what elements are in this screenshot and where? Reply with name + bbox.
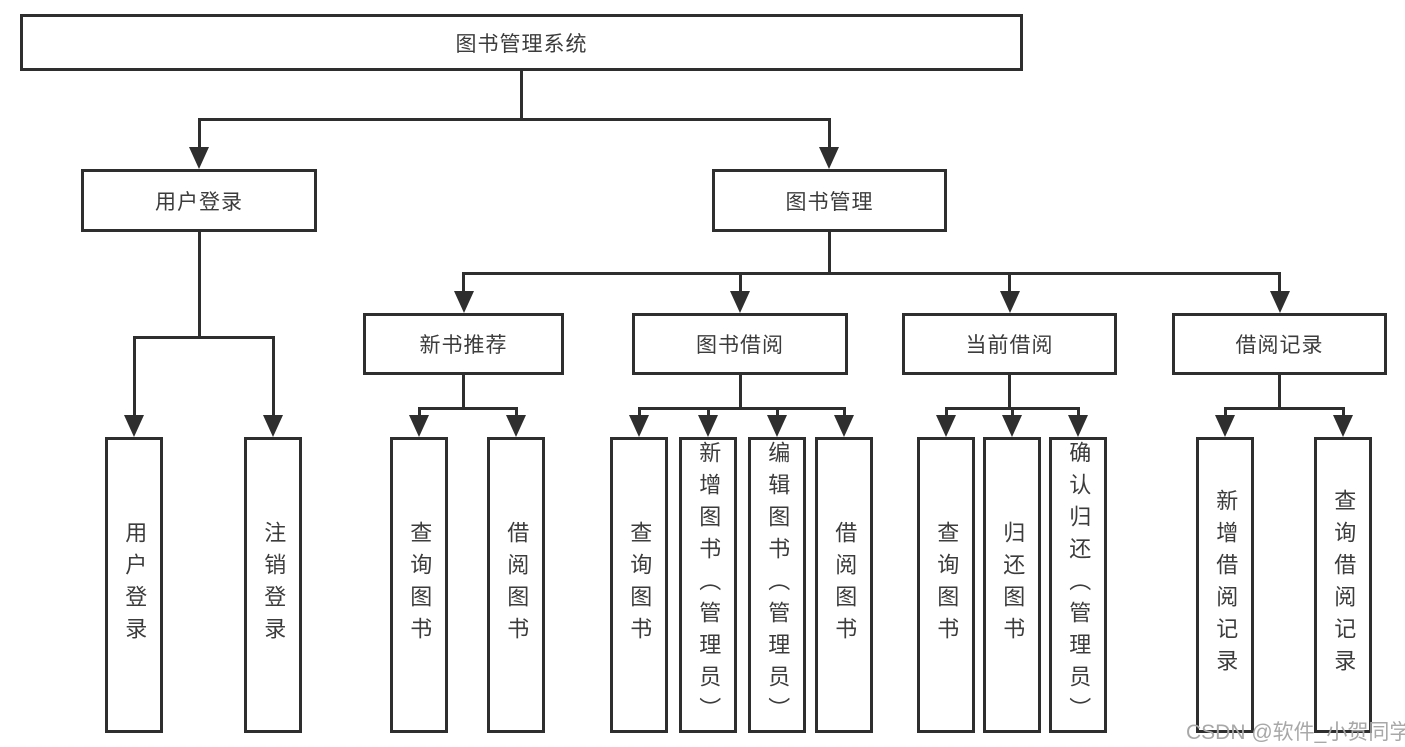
arrow-to-leaf-records-1 <box>1215 407 1235 437</box>
leaf-records-add-label: 新增借阅记录 <box>1213 489 1239 681</box>
node-root: 图书管理系统 <box>20 14 1023 71</box>
connector-user-login-stem <box>197 232 201 339</box>
leaf-newbooks-query-label: 查询图书 <box>407 521 433 649</box>
node-current-borrow-label: 当前借阅 <box>965 334 1054 357</box>
node-book-borrow-label: 图书借阅 <box>696 334 784 357</box>
leaf-logout-label: 注销登录 <box>261 521 287 649</box>
leaf-borrow-query: 查询图书 <box>610 437 668 733</box>
arrow-to-leaf-newbooks-2 <box>506 407 526 437</box>
connector-book-borrow-stem <box>738 375 742 409</box>
leaf-borrow-add-admin: 新增图书（管理员） <box>679 437 737 733</box>
arrow-to-leaf-login-2 <box>263 336 283 437</box>
arrow-to-user-login <box>189 118 209 169</box>
leaf-records-add: 新增借阅记录 <box>1196 437 1254 733</box>
arrow-to-borrow-records <box>1269 272 1290 313</box>
leaf-current-confirm-admin-label: 确认归还（管理员） <box>1066 441 1092 729</box>
node-book-borrow: 图书借阅 <box>632 313 848 375</box>
connector-book-borrow-bar <box>637 407 846 410</box>
leaf-records-query-label: 查询借阅记录 <box>1331 489 1357 681</box>
connector-current-borrow-stem <box>1008 375 1011 409</box>
leaf-current-return-label: 归还图书 <box>1000 521 1026 649</box>
node-user-login: 用户登录 <box>81 169 317 232</box>
arrow-to-book-management <box>819 118 839 169</box>
leaf-newbooks-borrow-label: 借阅图书 <box>504 521 530 649</box>
arrow-to-leaf-newbooks-1 <box>409 407 429 437</box>
leaf-records-query: 查询借阅记录 <box>1314 437 1372 733</box>
node-book-management-label: 图书管理 <box>785 190 874 214</box>
node-user-login-label: 用户登录 <box>155 190 243 214</box>
leaf-user-login: 用户登录 <box>105 437 163 733</box>
leaf-borrow-add-admin-label: 新增图书（管理员） <box>696 441 722 729</box>
arrow-to-leaf-borrow-2 <box>698 407 718 437</box>
leaf-user-login-label: 用户登录 <box>122 521 148 649</box>
node-new-book-recommend: 新书推荐 <box>363 313 564 375</box>
arrow-to-book-borrow <box>730 272 750 313</box>
leaf-current-query: 查询图书 <box>917 437 975 733</box>
leaf-current-return: 归还图书 <box>983 437 1041 733</box>
connector-new-book-bar <box>417 407 518 410</box>
leaf-newbooks-query: 查询图书 <box>390 437 448 733</box>
connector-level2-bar <box>197 118 831 121</box>
arrow-to-leaf-login-1 <box>124 336 144 437</box>
arrow-to-leaf-records-2 <box>1333 407 1353 437</box>
leaf-current-query-label: 查询图书 <box>934 521 960 649</box>
connector-book-management-stem <box>827 232 831 275</box>
connector-level3-bar <box>462 272 1281 275</box>
connector-borrow-records-bar <box>1223 407 1345 410</box>
node-new-book-recommend-label: 新书推荐 <box>419 334 508 357</box>
arrow-to-leaf-borrow-4 <box>834 407 854 437</box>
leaf-logout: 注销登录 <box>244 437 302 733</box>
node-current-borrow: 当前借阅 <box>902 313 1117 375</box>
node-book-management: 图书管理 <box>712 169 947 232</box>
leaf-newbooks-borrow: 借阅图书 <box>487 437 545 733</box>
csdn-watermark: CSDN @软件_小贺同学 <box>1186 721 1405 744</box>
connector-new-book-stem <box>462 375 465 409</box>
node-borrow-records-label: 借阅记录 <box>1235 334 1324 357</box>
node-root-label: 图书管理系统 <box>455 32 588 56</box>
leaf-borrow-edit-admin: 编辑图书（管理员） <box>748 437 806 733</box>
connector-user-login-bar <box>132 336 275 339</box>
node-borrow-records: 借阅记录 <box>1172 313 1387 375</box>
leaf-borrow-query-label: 查询图书 <box>627 521 653 649</box>
arrow-to-new-book-recommend <box>453 272 474 313</box>
connector-borrow-records-stem <box>1278 375 1281 409</box>
arrow-to-leaf-current-3 <box>1068 407 1088 437</box>
leaf-current-confirm-admin: 确认归还（管理员） <box>1049 437 1107 733</box>
leaf-borrow-book-label: 借阅图书 <box>832 521 858 649</box>
leaf-borrow-book: 借阅图书 <box>815 437 873 733</box>
arrow-to-current-borrow <box>999 272 1020 313</box>
connector-root-stem <box>519 70 523 121</box>
arrow-to-leaf-borrow-1 <box>629 407 649 437</box>
arrow-to-leaf-current-2 <box>1002 407 1022 437</box>
arrow-to-leaf-borrow-3 <box>767 407 787 437</box>
leaf-borrow-edit-admin-label: 编辑图书（管理员） <box>765 441 791 729</box>
arrow-to-leaf-current-1 <box>936 407 956 437</box>
